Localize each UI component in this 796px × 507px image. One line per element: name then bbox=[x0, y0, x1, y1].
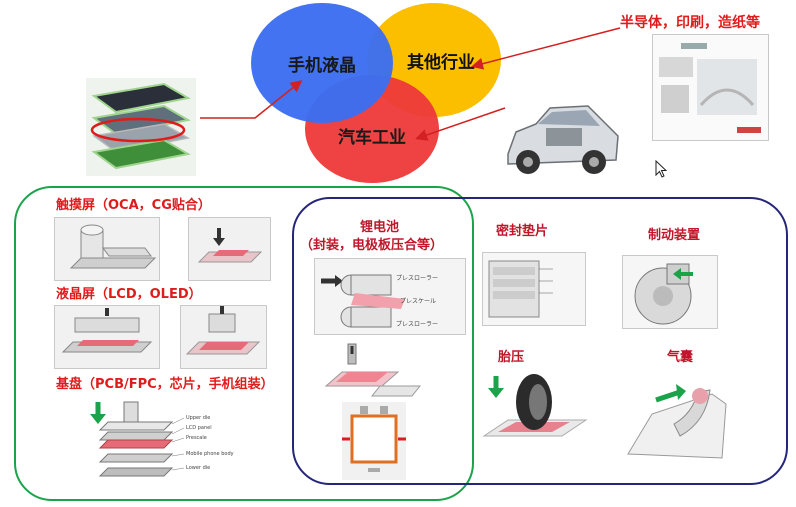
roller-label-top: プレスローラー bbox=[396, 275, 439, 282]
arrow-semi-to-other bbox=[471, 27, 621, 70]
arrow-car-to-auto bbox=[415, 107, 506, 141]
touchscreen-label: 触摸屏（OCA，CG贴合） bbox=[56, 198, 211, 213]
lcd-press-image-1 bbox=[54, 305, 160, 369]
airbag-label: 气囊 bbox=[667, 350, 694, 365]
gasket-engine-image bbox=[482, 252, 586, 326]
circle-other-label: 其他行业 bbox=[407, 52, 475, 73]
diagram-label-upper-die: Upper die bbox=[186, 415, 211, 421]
lcd-press-image-2 bbox=[180, 305, 267, 369]
mouse-cursor-icon bbox=[655, 160, 667, 178]
battery-title: 锂电池 bbox=[360, 220, 400, 235]
cg-bonding-image bbox=[188, 217, 271, 281]
cmp-document-image bbox=[652, 34, 769, 141]
cell-package-image bbox=[342, 402, 406, 480]
circle-lcd-label: 手机液晶 bbox=[288, 55, 356, 76]
roller-label-prescale: プレスケール bbox=[400, 298, 437, 305]
battery-subtitle: （封装，电极板压合等） bbox=[300, 238, 444, 253]
arrows-top bbox=[200, 27, 621, 141]
press-roller-image bbox=[314, 258, 466, 335]
phone-press-diagram bbox=[90, 401, 185, 477]
tire-pressure-image bbox=[482, 374, 588, 437]
roller-label-bottom: プレスローラー bbox=[396, 321, 439, 328]
electrode-press-image bbox=[324, 343, 422, 397]
lcd-label: 液晶屏（LCD，OLED） bbox=[56, 287, 202, 302]
tire-label: 胎压 bbox=[498, 350, 525, 365]
circle-auto-label: 汽车工业 bbox=[338, 127, 406, 148]
brake-label: 制动装置 bbox=[648, 228, 701, 243]
arrow-phone-to-lcd bbox=[200, 80, 303, 119]
gasket-label: 密封垫片 bbox=[496, 224, 549, 239]
diagram-label-lower-die: Lower die bbox=[186, 465, 211, 471]
substrate-label: 基盘（PCB/FPC，芯片，手机组装） bbox=[56, 377, 274, 392]
airbag-seat-image bbox=[627, 384, 727, 459]
diagram-label-phone-body: Mobile phone body bbox=[186, 451, 234, 457]
car-cutaway-image bbox=[507, 105, 619, 174]
diagram-label-prescale: Prescale bbox=[186, 435, 207, 441]
roll-lamination-image bbox=[54, 217, 160, 281]
left-group-outline bbox=[14, 186, 474, 501]
diagram-label-lcd-panel: LCD panel bbox=[186, 425, 212, 431]
brake-caliper-image bbox=[622, 255, 718, 329]
semiconductor-label: 半导体，印刷，造纸等 bbox=[620, 15, 760, 31]
phone-exploded-image bbox=[86, 78, 196, 176]
right-group-outline bbox=[292, 197, 788, 485]
